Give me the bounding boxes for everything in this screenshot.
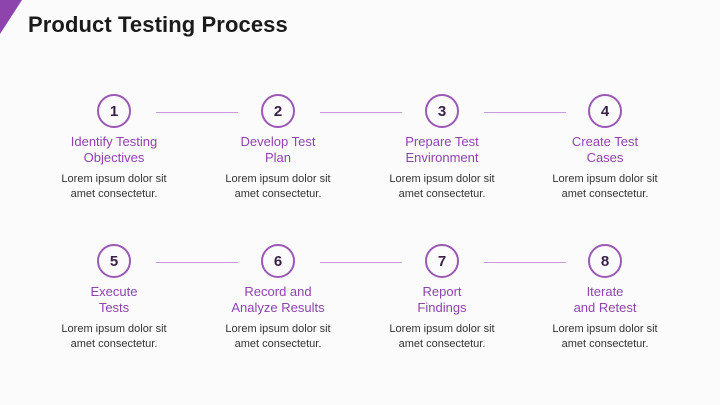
step-number-badge: 8 <box>588 244 622 278</box>
slide-title: Product Testing Process <box>28 12 288 37</box>
step-title: Iterate and Retest <box>573 284 637 315</box>
step-number-badge: 7 <box>425 244 459 278</box>
step-title: Develop Test Plan <box>240 134 316 165</box>
step-description: Lorem ipsum dolor sit amet consectetur. <box>61 173 167 200</box>
step-title: Execute Tests <box>90 284 138 315</box>
step-description: Lorem ipsum dolor sit amet consectetur. <box>225 173 331 200</box>
process-step-8: 8 Iterate and Retest Lorem ipsum dolor s… <box>523 243 687 352</box>
step-description: Lorem ipsum dolor sit amet consectetur. <box>552 173 658 200</box>
connector-line <box>320 112 402 113</box>
process-step-7: 7 Report Findings Lorem ipsum dolor sit … <box>360 243 524 352</box>
corner-accent <box>0 0 22 34</box>
step-title: Create Test Cases <box>571 134 639 165</box>
connector-line <box>484 262 566 263</box>
step-number-badge: 4 <box>588 94 622 128</box>
step-title: Prepare Test Environment <box>405 134 479 165</box>
process-step-1: 1 Identify Testing Objectives Lorem ipsu… <box>32 93 196 202</box>
step-description: Lorem ipsum dolor sit amet consectetur. <box>225 323 331 350</box>
step-description: Lorem ipsum dolor sit amet consectetur. <box>552 323 658 350</box>
step-title: Record and Analyze Results <box>231 284 325 315</box>
connector-line <box>484 112 566 113</box>
process-row-1: 1 Identify Testing Objectives Lorem ipsu… <box>0 93 720 243</box>
step-description: Lorem ipsum dolor sit amet consectetur. <box>389 323 495 350</box>
connector-line <box>320 262 402 263</box>
step-number-badge: 1 <box>97 94 131 128</box>
step-number-badge: 3 <box>425 94 459 128</box>
connector-line <box>156 112 238 113</box>
connector-line <box>156 262 238 263</box>
step-title: Identify Testing Objectives <box>70 134 158 165</box>
process-step-4: 4 Create Test Cases Lorem ipsum dolor si… <box>523 93 687 202</box>
process-step-2: 2 Develop Test Plan Lorem ipsum dolor si… <box>196 93 360 202</box>
step-title: Report Findings <box>417 284 467 315</box>
process-step-5: 5 Execute Tests Lorem ipsum dolor sit am… <box>32 243 196 352</box>
step-description: Lorem ipsum dolor sit amet consectetur. <box>389 173 495 200</box>
process-step-6: 6 Record and Analyze Results Lorem ipsum… <box>196 243 360 352</box>
step-number-badge: 2 <box>261 94 295 128</box>
process-step-3: 3 Prepare Test Environment Lorem ipsum d… <box>360 93 524 202</box>
process-row-2: 5 Execute Tests Lorem ipsum dolor sit am… <box>0 243 720 393</box>
step-number-badge: 6 <box>261 244 295 278</box>
step-number-badge: 5 <box>97 244 131 278</box>
step-description: Lorem ipsum dolor sit amet consectetur. <box>61 323 167 350</box>
